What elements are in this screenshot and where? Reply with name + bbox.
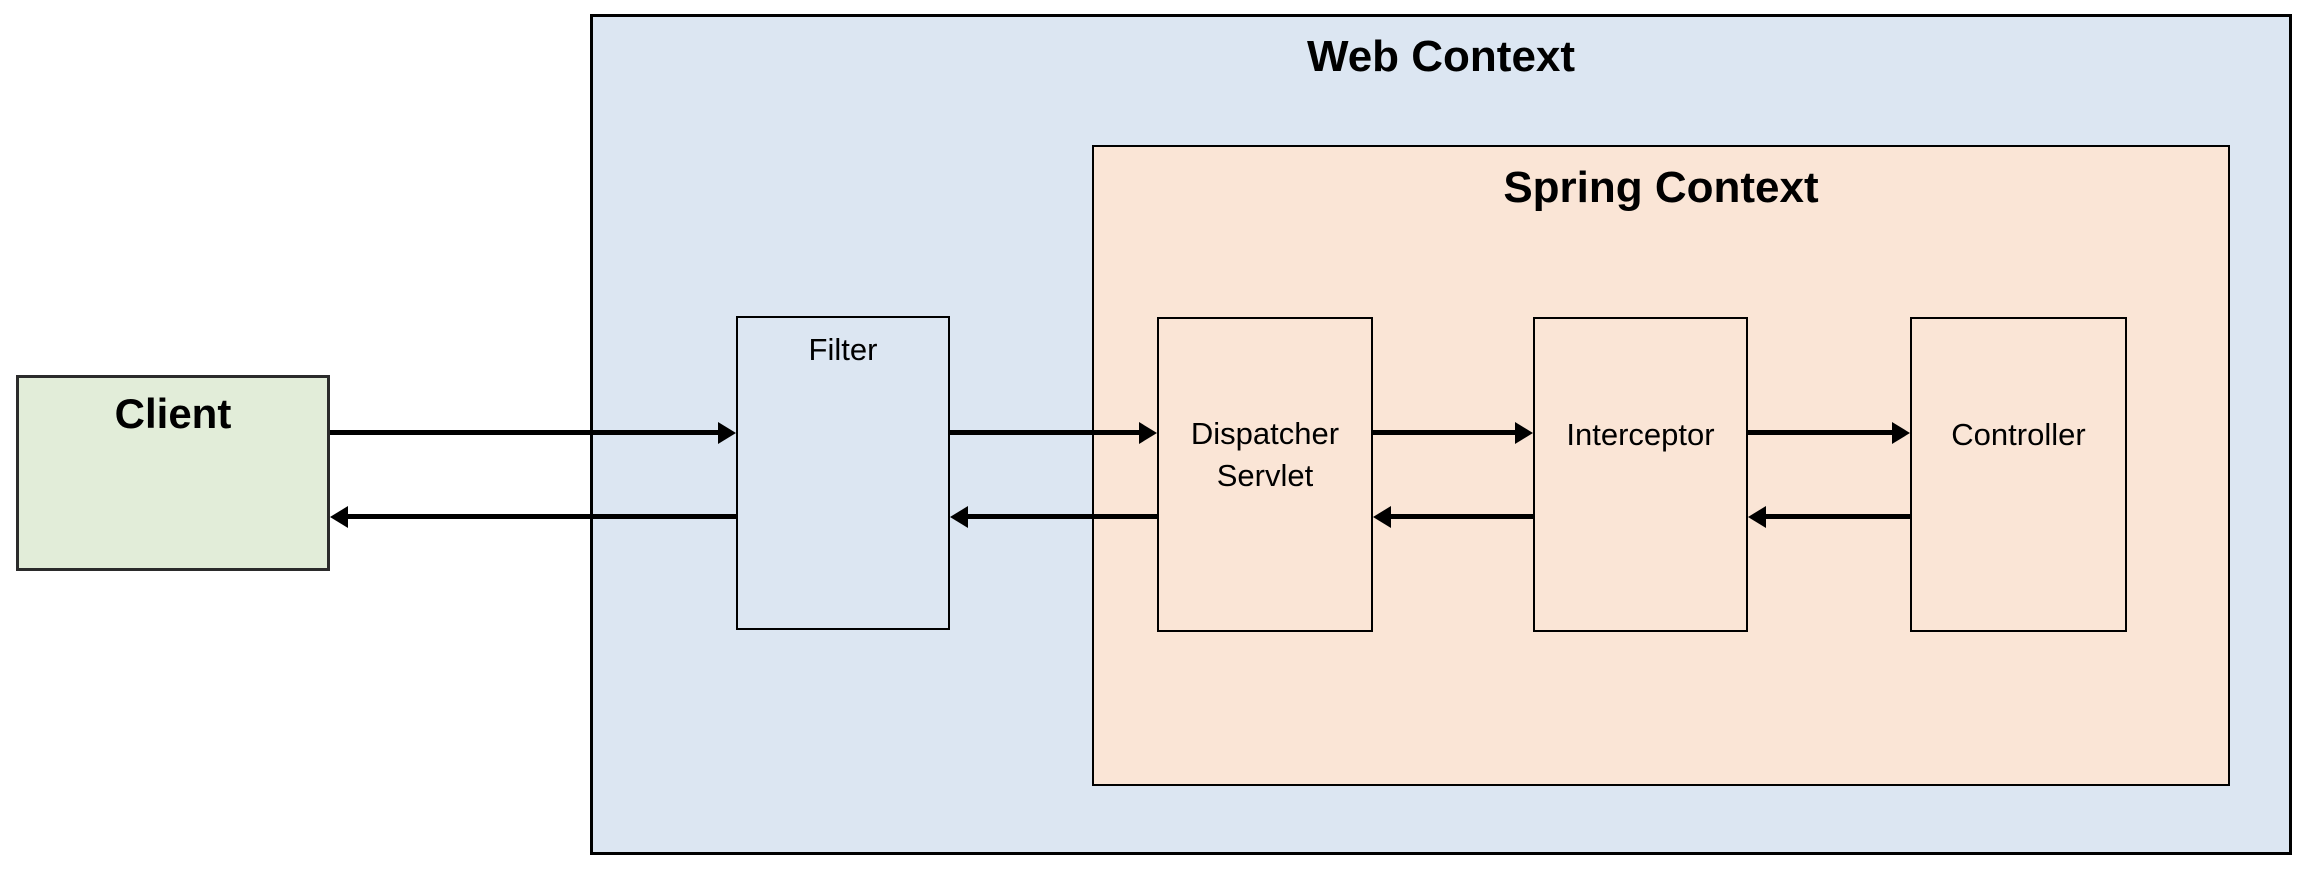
- arrow-client-to-filter: [330, 422, 736, 444]
- arrow-filter-to-client: [330, 506, 736, 528]
- node-controller: Controller: [1910, 317, 2127, 632]
- node-filter: Filter: [736, 316, 950, 630]
- arrow-controller-to-interceptor: [1748, 506, 1910, 528]
- node-dispatcher-servlet: Dispatcher Servlet: [1157, 317, 1373, 632]
- spring-context-title: Spring Context: [1503, 163, 1819, 212]
- controller-label: Controller: [1951, 417, 2086, 452]
- interceptor-label: Interceptor: [1566, 417, 1715, 452]
- arrow-interceptor-to-dispatcher: [1373, 506, 1533, 528]
- web-context-title: Web Context: [1306, 32, 1576, 81]
- dispatcher-servlet-label: Dispatcher Servlet: [1190, 416, 1340, 493]
- arrow-dispatcher-to-filter: [950, 506, 1157, 528]
- filter-label: Filter: [808, 332, 878, 367]
- node-client: Client: [16, 375, 330, 571]
- client-label: Client: [114, 390, 232, 437]
- arrow-dispatcher-to-interceptor: [1373, 422, 1533, 444]
- arrow-interceptor-to-controller: [1748, 422, 1910, 444]
- arrow-filter-to-dispatcher: [950, 422, 1157, 444]
- node-interceptor: Interceptor: [1533, 317, 1748, 632]
